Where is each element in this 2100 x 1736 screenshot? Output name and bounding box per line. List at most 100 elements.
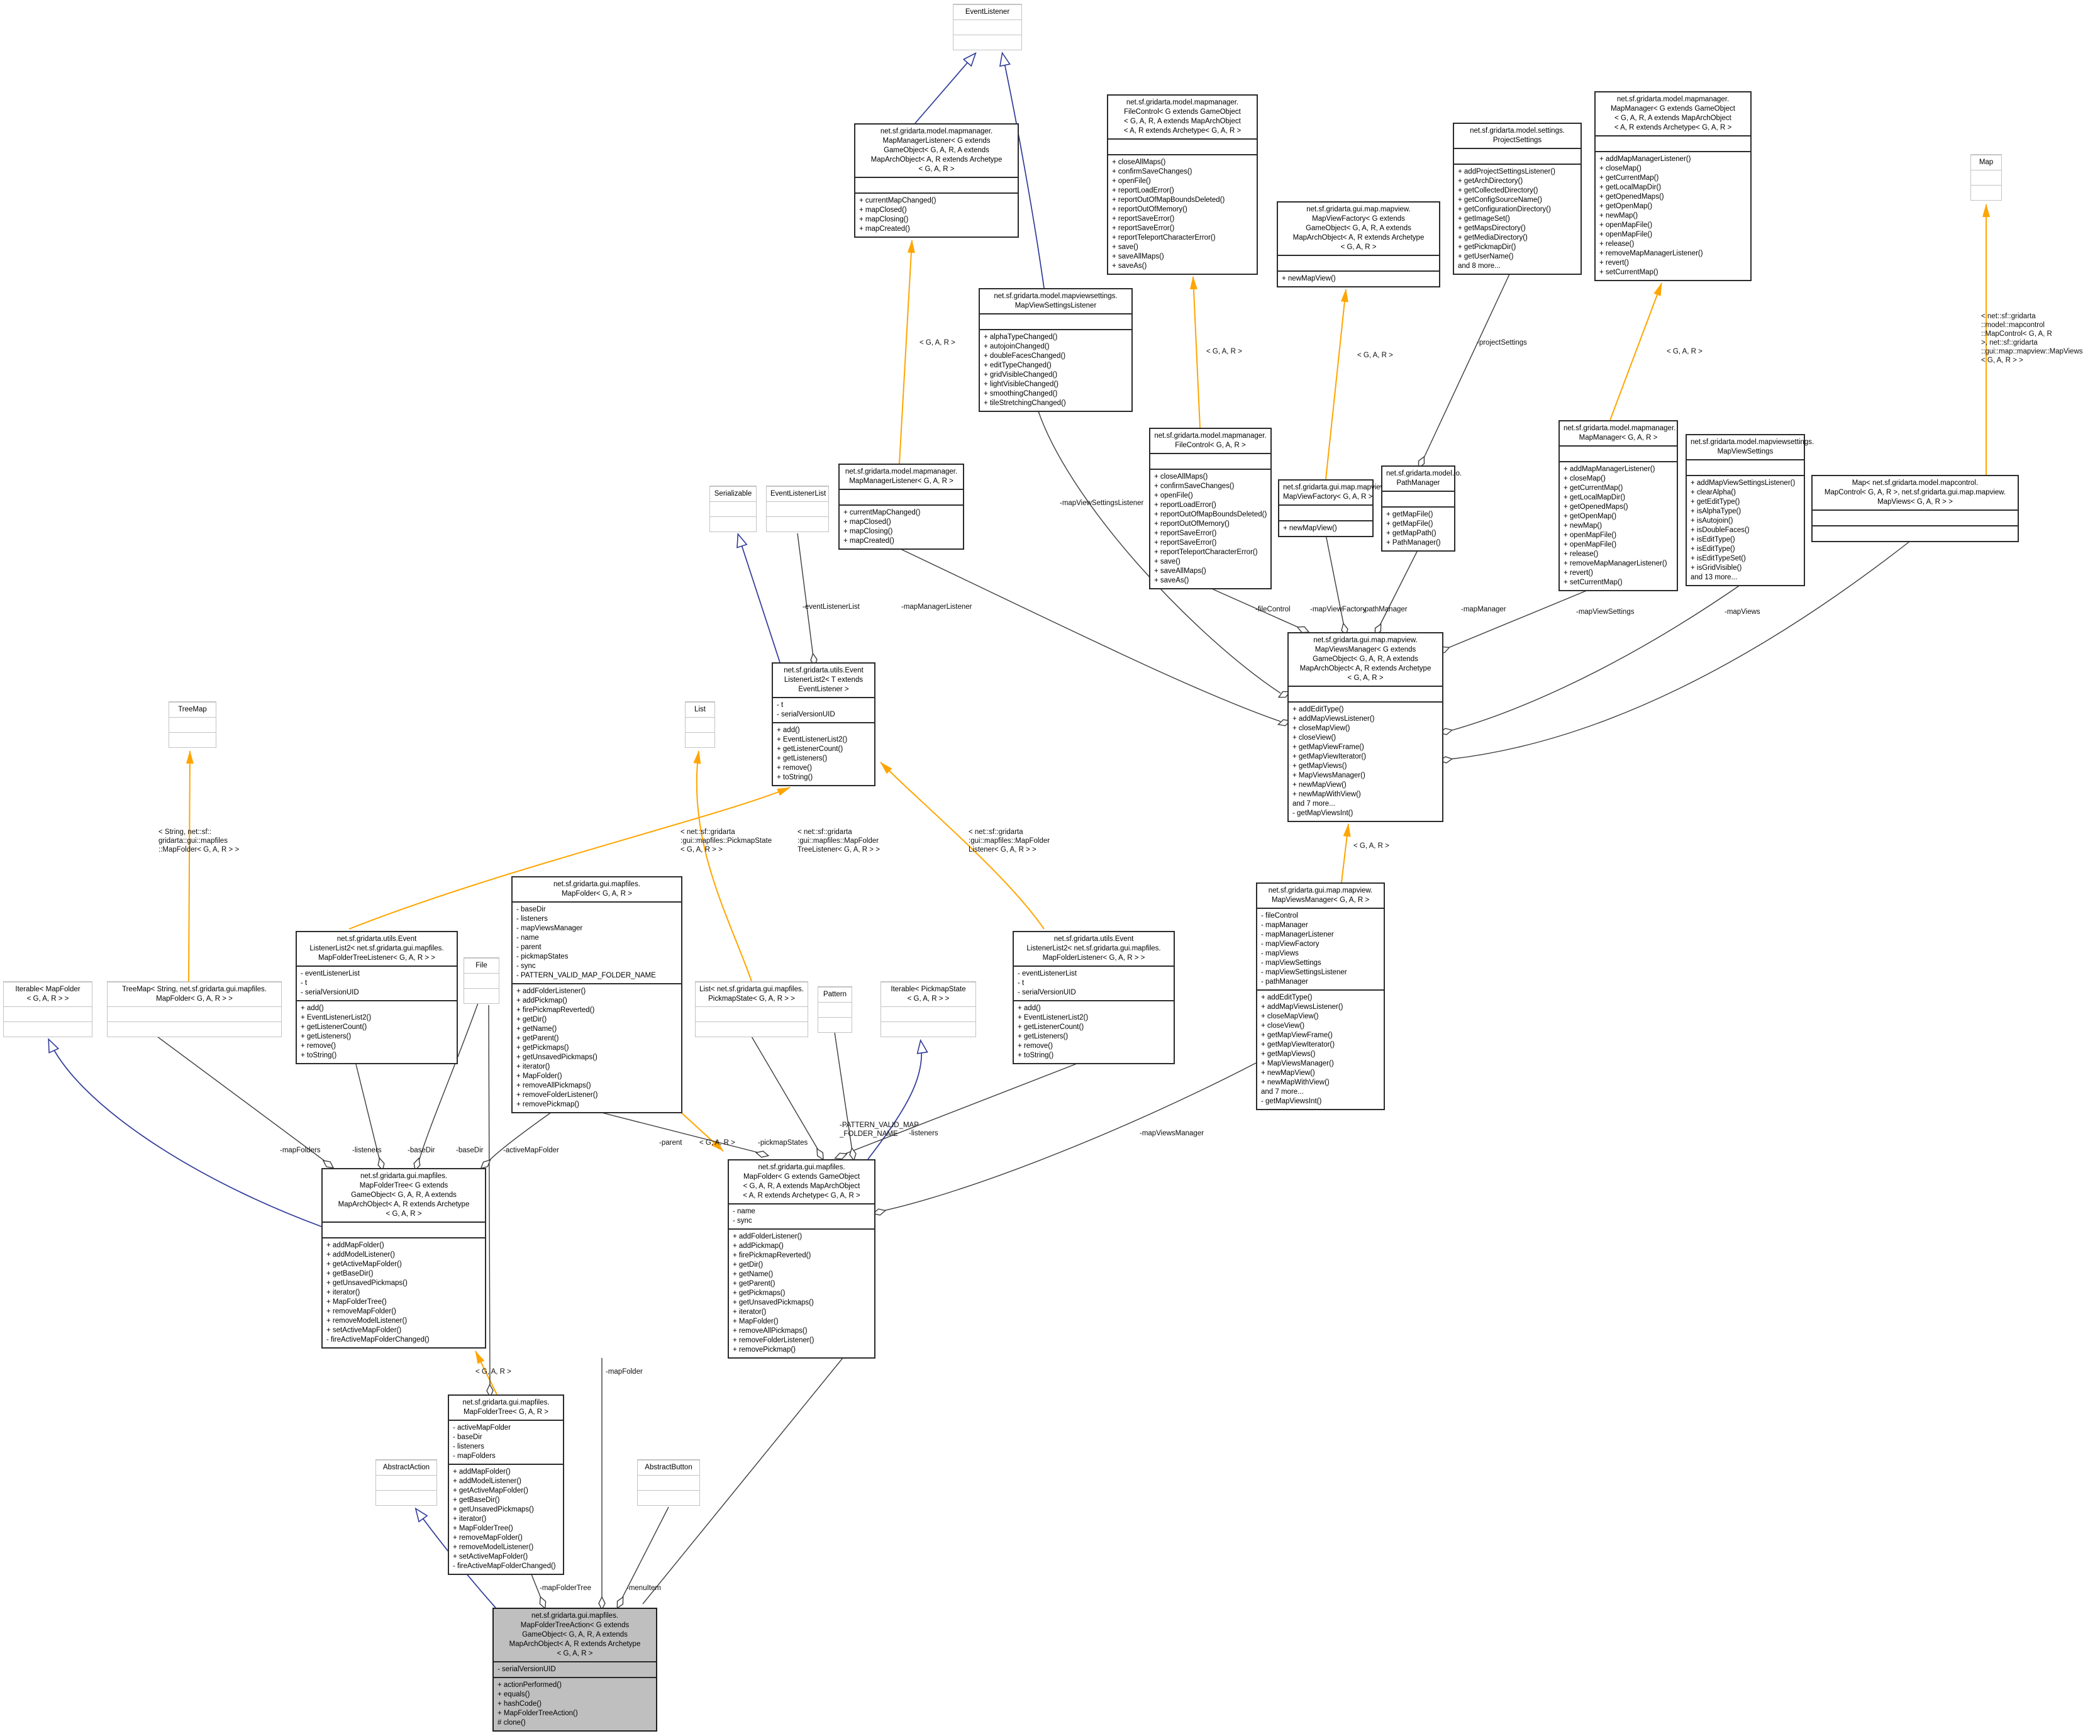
- title-line: MapViewSettings: [1717, 448, 1774, 455]
- methods-line: + getOpenMap(): [1564, 513, 1617, 520]
- class-eventlistener[interactable]: EventListener: [953, 4, 1022, 50]
- methods-line: + getListenerCount(): [777, 745, 843, 753]
- class-mapviewfactory-generic-title: net.sf.gridarta.gui.map.mapview.MapViewF…: [1278, 203, 1439, 255]
- class-filecontrol-gar[interactable]: net.sf.gridarta.model.mapmanager.FileCon…: [1149, 428, 1272, 589]
- methods-line: + MapViewsManager(): [1261, 1060, 1334, 1067]
- methods-line: + removeMapManagerListener(): [1599, 250, 1703, 257]
- class-list-pickmapstate[interactable]: List< net.sf.gridarta.gui.mapfiles.Pickm…: [695, 981, 808, 1037]
- edge-label-line: -mapFolder: [606, 1368, 643, 1376]
- edge-label-line: < net::sf::gridarta: [969, 828, 1023, 836]
- edge-label-line: < G, A, R >: [1353, 842, 1389, 850]
- class-pathmanager[interactable]: net.sf.gridarta.model.io.PathManager+ ge…: [1381, 465, 1462, 552]
- methods-line: + saveAs(): [1112, 262, 1147, 270]
- class-iterable-pickmapstate-methods: [881, 1021, 975, 1037]
- class-mapviewsettings[interactable]: net.sf.gridarta.model.mapviewsettings.Ma…: [1686, 434, 1814, 586]
- class-mapviewsettingslistener-attrs: [980, 313, 1131, 329]
- edge-label-line: :gui::mapfiles::MapFolder: [969, 837, 1050, 845]
- methods-line: and 7 more...: [1292, 800, 1335, 808]
- title-line: net.sf.gridarta.gui.map.mapview.: [1306, 206, 1411, 213]
- class-mapfolder-generic-methods: + addFolderListener()+ addPickmap()+ fir…: [729, 1228, 874, 1357]
- class-mapmanagerlistener-gar[interactable]: net.sf.gridarta.model.mapmanager.MapMana…: [838, 464, 964, 550]
- class-mapmanager-gar[interactable]: net.sf.gridarta.model.mapmanager.MapMana…: [1558, 420, 1678, 591]
- attrs-line: - mapViewSettings: [1261, 959, 1321, 967]
- edge-label-line: :gui::mapfiles::PickmapState: [681, 837, 772, 845]
- edge-label-gar-mapmanager: < G, A, R >: [1667, 347, 1703, 356]
- methods-line: + reportTeleportCharacterError(): [1154, 548, 1258, 556]
- methods-line: + openFile(): [1154, 492, 1193, 499]
- methods-line: + addFolderListener(): [516, 988, 586, 995]
- methods-line: + getListenerCount(): [301, 1023, 367, 1031]
- edge-label-gar-mapviewsmanager: < G, A, R >: [1353, 842, 1389, 850]
- class-mapfolder-generic[interactable]: net.sf.gridarta.gui.mapfiles.MapFolder< …: [728, 1159, 875, 1359]
- class-mapviewfactory-generic[interactable]: net.sf.gridarta.gui.map.mapview.MapViewF…: [1277, 201, 1440, 287]
- methods-line: + getListeners(): [1018, 1033, 1069, 1040]
- class-serializable[interactable]: Serializable: [709, 486, 757, 532]
- class-projectsettings[interactable]: net.sf.gridarta.model.settings.ProjectSe…: [1453, 123, 1582, 275]
- class-pattern[interactable]: Pattern: [818, 986, 852, 1033]
- edge-label-line: -baseDir: [408, 1147, 435, 1154]
- class-map-mapcontrol-mapviews[interactable]: Map< net.sf.gridarta.model.mapcontrol.Ma…: [1811, 475, 2019, 542]
- title-line: FileControl< G, A, R >: [1175, 442, 1246, 449]
- class-abstractbutton[interactable]: AbstractButton: [637, 1459, 700, 1506]
- edge-gen-mapmanagerlistener-eventlistener: [914, 54, 975, 124]
- class-treemap-string-mapfolder[interactable]: TreeMap< String, net.sf.gridarta.gui.map…: [107, 981, 282, 1037]
- class-map[interactable]: Map: [1970, 154, 2002, 201]
- edge-agg-mapfolders: [157, 1036, 326, 1162]
- methods-line: + EventListenerList2(): [301, 1014, 372, 1021]
- edge-label-line: >, net::sf::gridarta: [1981, 339, 2038, 347]
- methods-line: + getDir(): [733, 1261, 764, 1269]
- edge-agg-mapmanager: [1446, 588, 1592, 649]
- methods-line: + setCurrentMap(): [1599, 269, 1658, 276]
- class-mapfoldertreeaction[interactable]: net.sf.gridarta.gui.mapfiles.MapFolderTr…: [492, 1608, 657, 1732]
- title-line: File: [475, 962, 487, 969]
- class-eventlistenerlist[interactable]: EventListenerList: [766, 486, 829, 532]
- methods-line: + closeView(): [1292, 734, 1336, 742]
- class-treemap-string-mapfolder-attrs: [108, 1006, 281, 1021]
- edge-label-line: -mapManagerListener: [901, 603, 972, 611]
- class-mapfolder-gar[interactable]: net.sf.gridarta.gui.mapfiles.MapFolder< …: [511, 876, 682, 1113]
- class-iterable-pickmapstate[interactable]: Iterable< PickmapState< G, A, R > >: [881, 981, 976, 1037]
- edge-label-mapmanagerlistener: -mapManagerListener: [901, 603, 972, 611]
- attrs-line: - sync: [516, 962, 536, 970]
- class-mapmanagerlistener-generic-methods: + currentMapChanged()+ mapClosed()+ mapC…: [855, 192, 1018, 236]
- edge-label-line: < net::sf::gridarta: [681, 828, 735, 836]
- edge-tpl-ell2-treelistener: [348, 787, 791, 930]
- class-mapviewsmanager-gar[interactable]: net.sf.gridarta.gui.map.mapview.MapViews…: [1256, 882, 1385, 1110]
- methods-line: + clearAlpha(): [1691, 489, 1736, 496]
- methods-line: + save(): [1112, 243, 1138, 251]
- class-mapfoldertree-generic[interactable]: net.sf.gridarta.gui.mapfiles.MapFolderTr…: [321, 1168, 486, 1349]
- class-file[interactable]: File: [464, 957, 499, 1004]
- title-line: Iterable< MapFolder: [15, 986, 81, 993]
- class-iterable-mapfolder-attrs: [4, 1006, 92, 1021]
- methods-line: + getMapPath(): [1386, 530, 1436, 537]
- class-mapmanagerlistener-generic[interactable]: net.sf.gridarta.model.mapmanager.MapMana…: [854, 123, 1019, 238]
- class-mapviewsmanager-generic[interactable]: net.sf.gridarta.gui.map.mapview.MapViews…: [1287, 632, 1443, 822]
- attrs-line: - t: [777, 701, 784, 709]
- class-treemap[interactable]: TreeMap: [169, 701, 216, 748]
- methods-line: + getListenerCount(): [1018, 1023, 1084, 1031]
- class-list[interactable]: List: [685, 701, 715, 748]
- class-iterable-mapfolder[interactable]: Iterable< MapFolder< G, A, R > >: [3, 981, 92, 1037]
- class-mapviewfactory-gar[interactable]: net.sf.gridarta.gui.map.mapview.MapViewF…: [1278, 479, 1387, 537]
- edge-tpl-mapviewsmanager: [1341, 823, 1351, 883]
- methods-line: + MapFolder(): [733, 1318, 779, 1325]
- title-line: net.sf.gridarta.model.mapmanager.: [845, 468, 958, 476]
- class-map-mapcontrol-mapviews-title: Map< net.sf.gridarta.model.mapcontrol.Ma…: [1813, 476, 2018, 509]
- title-line: net.sf.gridarta.model.io.: [1386, 470, 1462, 477]
- edge-label-mapfoldertree: -mapFolderTree: [540, 1584, 591, 1593]
- class-mapmanager-generic[interactable]: net.sf.gridarta.model.mapmanager.MapMana…: [1594, 91, 1752, 281]
- class-filecontrol-generic[interactable]: net.sf.gridarta.model.mapmanager.FileCon…: [1107, 94, 1258, 275]
- class-filecontrol-generic-attrs: [1108, 138, 1257, 154]
- class-mapfoldertree-gar[interactable]: net.sf.gridarta.gui.mapfiles.MapFolderTr…: [448, 1394, 564, 1575]
- edge-label-line: :gui::mapfiles::MapFolder: [797, 837, 879, 845]
- edge-tpl-mapmanager: [1609, 282, 1662, 421]
- methods-line: + gridVisibleChanged(): [984, 371, 1058, 379]
- class-abstractaction[interactable]: AbstractAction: [375, 1459, 437, 1506]
- methods-line: + MapFolder(): [516, 1072, 562, 1080]
- class-mapviewsettingslistener[interactable]: net.sf.gridarta.model.mapviewsettings.Ma…: [979, 288, 1133, 412]
- methods-line: + setCurrentMap(): [1564, 579, 1623, 586]
- edge-agg-eventlistenerlist: [797, 533, 814, 657]
